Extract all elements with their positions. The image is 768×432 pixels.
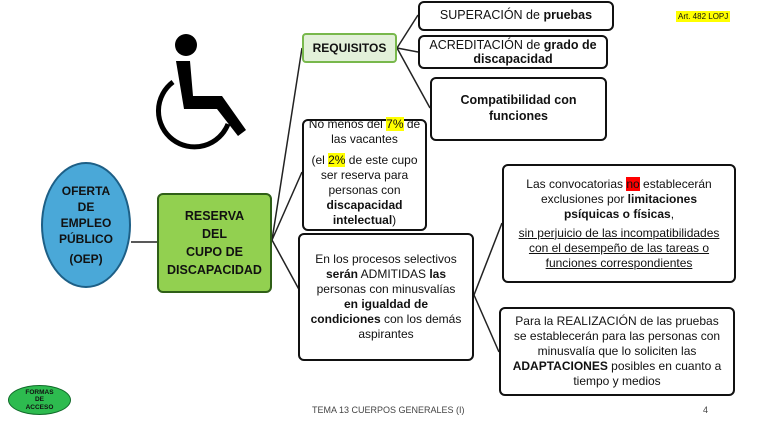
reserva-line: RESERVA [184,208,245,223]
oep-line: (OEP) [69,252,103,267]
cupo-text: ) [392,213,397,227]
wheelchair-icon [155,34,246,150]
article-reference: Art. 482 LOPJ [676,11,731,22]
realizacion-text: Para la REALIZACIÓN de las pruebas se es… [513,314,721,358]
admitidas-bold: en igualdad de condiciones [310,297,428,326]
admitidas-text: personas con minusvalías [316,282,456,296]
superacion-bold: pruebas [543,8,593,23]
reserva-line: DISCAPACIDAD [167,263,262,278]
acreditacion-box: ACREDITACIÓN de grado de discapacidad [418,35,608,69]
formas-line: FORMAS [25,389,54,397]
acreditacion-text: ACREDITACIÓN de [429,37,544,52]
reserva-line: CUPO DE [186,245,243,259]
oep-line: PÚBLICO [59,232,113,247]
superacion-text: SUPERACIÓN de [439,8,544,23]
convocatorias-box: Las convocatorias no establecerán exclus… [502,164,736,283]
admitidas-box: En los procesos selectivos serán ADMITID… [298,233,474,361]
convocatorias-text: , [670,206,675,221]
convocatorias-text: establecerán exclusiones por [540,176,712,206]
oep-line: OFERTA [61,183,111,198]
admitidas-text: En los procesos selectivos [315,252,457,266]
cupo-box: No menos del 7% de las vacantes (el 2% d… [302,117,427,231]
reserva-cupo-box: RESERVA DEL CUPO DE DISCAPACIDAD [157,193,272,293]
compatibilidad-box: Compatibilidad con funciones [430,77,607,141]
cupo-bold: discapacidad intelectual [326,198,403,227]
formas-acceso-button[interactable]: FORMAS DE ACCESO [8,385,71,415]
realizacion-text: posibles en cuanto a tiempo y medios [573,359,722,388]
convocatorias-bold: limitaciones psíquicas o físicas [563,191,698,221]
realizacion-bold: ADAPTACIONES [512,359,608,373]
admitidas-text: con los demás aspirantes [358,312,462,341]
oep-line: EMPLEO [60,215,112,230]
admitidas-bold: serán [325,267,358,281]
convocatorias-text: Las convocatorias [526,176,627,191]
requisitos-label: REQUISITOS [312,41,387,55]
realizacion-box: Para la REALIZACIÓN de las pruebas se es… [499,307,735,396]
cupo-text: No menos del [308,117,387,131]
convocatorias-highlight: no [626,176,640,191]
page-number: 4 [703,405,709,415]
admitidas-bold: las [429,267,447,281]
requisitos-box: REQUISITOS [302,33,397,63]
formas-line: ACCESO [25,403,54,411]
reserva-line: DEL [202,226,227,241]
cupo-text: de este cupo ser reserva para personas c… [320,153,418,197]
footer-title: TEMA 13 CUERPOS GENERALES (I) [312,405,465,415]
cupo-text: (el [311,153,329,167]
acreditacion-bold: grado de discapacidad [473,37,597,66]
cupo-text: de las vacantes [331,117,421,146]
oep-line: DE [77,199,95,214]
superacion-box: SUPERACIÓN de pruebas [418,1,614,31]
convocatorias-underlined: sin perjuicio de las incompatibilidades … [518,225,720,270]
oep-ellipse: OFERTA DE EMPLEO PÚBLICO (OEP) [41,162,131,288]
compatibilidad-text: Compatibilidad con funciones [460,93,577,123]
cupo-highlight-2: 2% [328,153,346,167]
formas-line: DE [34,396,45,404]
admitidas-text: ADMITIDAS [358,267,430,281]
cupo-highlight-7: 7% [386,117,404,131]
